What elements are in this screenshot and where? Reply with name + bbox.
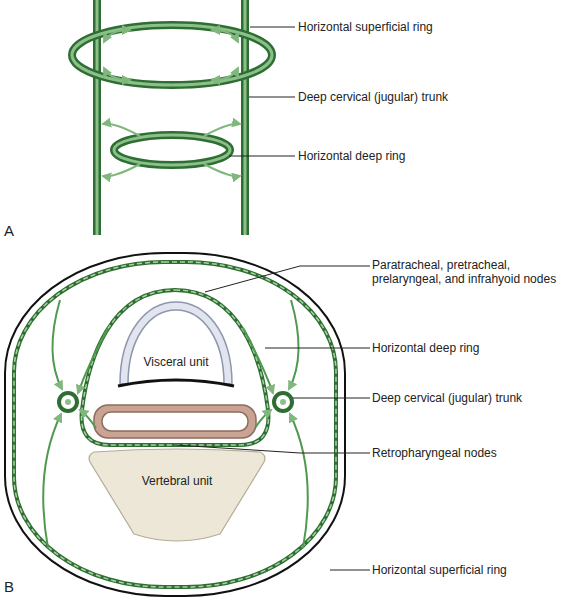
flow-arrows (43, 300, 308, 548)
visceral-unit: Visceral unit (118, 300, 234, 390)
superficial-ring-outline (14, 262, 336, 587)
deep-ring-outline (114, 135, 230, 165)
flow-arrow (43, 414, 61, 548)
flow-arrow (80, 410, 96, 428)
flow-arrow (103, 164, 140, 176)
callout-label: Deep cervical (jugular) trunk (372, 391, 572, 405)
flow-arrow (212, 68, 238, 80)
jugular-trunk-core (65, 399, 71, 405)
vertebral-unit-outline (88, 448, 266, 546)
part-a-drawing (72, 0, 295, 235)
leader-line (205, 266, 370, 292)
part-b-drawing (5, 253, 370, 596)
flow-arrow (289, 300, 299, 389)
panel-letter: B (4, 580, 28, 594)
node-text: Vertebral unit (88, 474, 266, 488)
leader-line (229, 156, 295, 157)
superficial-ring-fill (72, 25, 272, 85)
vertebral-shape (89, 449, 265, 541)
neck-outline (5, 253, 345, 596)
deep-ring-outline (82, 290, 269, 445)
node-text: Visceral unit (118, 355, 234, 369)
vertebral-unit: Vertebral unit (88, 448, 266, 546)
jugular-trunk-circle (274, 393, 292, 411)
callout-label: Retropharyngeal nodes (372, 446, 572, 460)
flow-arrow (103, 124, 140, 136)
flow-arrows (103, 30, 240, 176)
leader-line (330, 570, 370, 571)
leader-line (293, 398, 370, 399)
callout-label: Paratracheal, pretracheal, prelaryngeal,… (372, 258, 577, 286)
flow-arrow (243, 328, 273, 393)
leader-line (250, 27, 295, 28)
flow-arrow (255, 410, 271, 428)
flow-arrow (204, 124, 240, 136)
callout-label: Horizontal superficial ring (298, 20, 518, 34)
leader-line (249, 97, 295, 98)
superficial-ring-dash (14, 262, 336, 587)
superficial-ring-outline (72, 25, 272, 85)
callout-label: Horizontal deep ring (372, 341, 572, 355)
callout-label: Horizontal superficial ring (372, 563, 572, 577)
flow-arrow (104, 68, 130, 80)
leader-line (265, 348, 370, 349)
flow-arrows-mirror (243, 300, 308, 548)
visceral-arch (120, 302, 232, 384)
flow-arrow (290, 414, 308, 548)
callout-label: Deep cervical (jugular) trunk (298, 90, 518, 104)
jugular-trunk-core (280, 399, 286, 405)
flow-arrow (212, 30, 238, 42)
flow-arrow (52, 300, 62, 389)
leader-lines (229, 27, 295, 156)
callout-label: Horizontal deep ring (298, 149, 518, 163)
flow-arrow (204, 164, 240, 176)
flow-arrow (104, 30, 130, 42)
visceral-unit-outline (118, 300, 234, 390)
visceral-base (118, 380, 234, 386)
jugular-trunk-circle (59, 393, 77, 411)
panel-letter: A (4, 224, 28, 238)
pharynx-lumen (102, 412, 248, 431)
deep-ring-fill (114, 135, 230, 165)
deep-ring-dash (82, 290, 269, 445)
flow-arrow (78, 328, 108, 393)
pharynx-shape (94, 405, 256, 438)
